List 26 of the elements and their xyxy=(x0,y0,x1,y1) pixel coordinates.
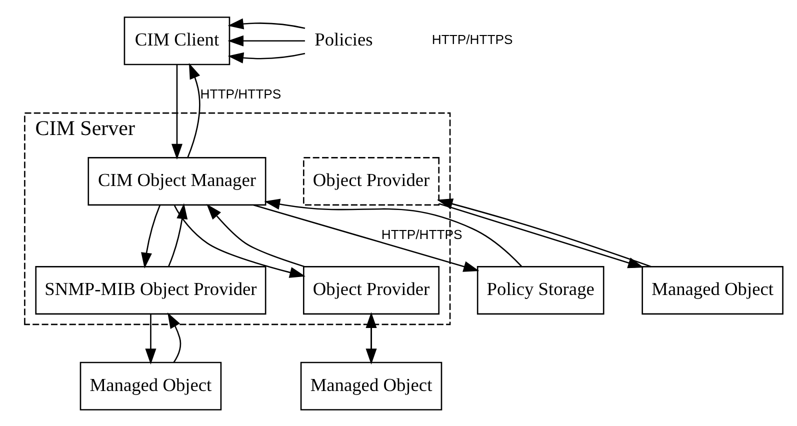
node-box: Managed Object xyxy=(300,361,442,410)
node-box: Managed Object xyxy=(642,266,784,314)
node-box: Policy Storage xyxy=(476,266,604,314)
edge-label: HTTP/HTTPS xyxy=(381,226,462,242)
arrow xyxy=(206,204,305,267)
arrow xyxy=(228,34,305,46)
arrow xyxy=(228,52,306,63)
node-box: CIM Object Manager xyxy=(88,156,266,206)
node-text: Policies xyxy=(314,29,373,50)
arrow xyxy=(187,62,200,158)
node-box: CIM Client xyxy=(124,16,230,65)
node-box: Managed Object xyxy=(80,361,222,410)
edge-label: HTTP/HTTPS xyxy=(200,86,282,102)
arrow xyxy=(171,64,182,160)
arrow xyxy=(253,204,480,272)
arrow xyxy=(168,202,188,266)
label: HTTP/HTTPS xyxy=(432,32,513,47)
node-box: Object Provider xyxy=(303,266,440,314)
node-box: Object Provider xyxy=(303,156,440,206)
node-box: SNMP-MIB Object Provider xyxy=(35,266,266,314)
arrow xyxy=(145,314,156,364)
arrow xyxy=(264,198,522,266)
arrow xyxy=(141,204,161,268)
arrow xyxy=(167,312,182,362)
arrow xyxy=(174,204,306,278)
arrow xyxy=(228,18,306,29)
